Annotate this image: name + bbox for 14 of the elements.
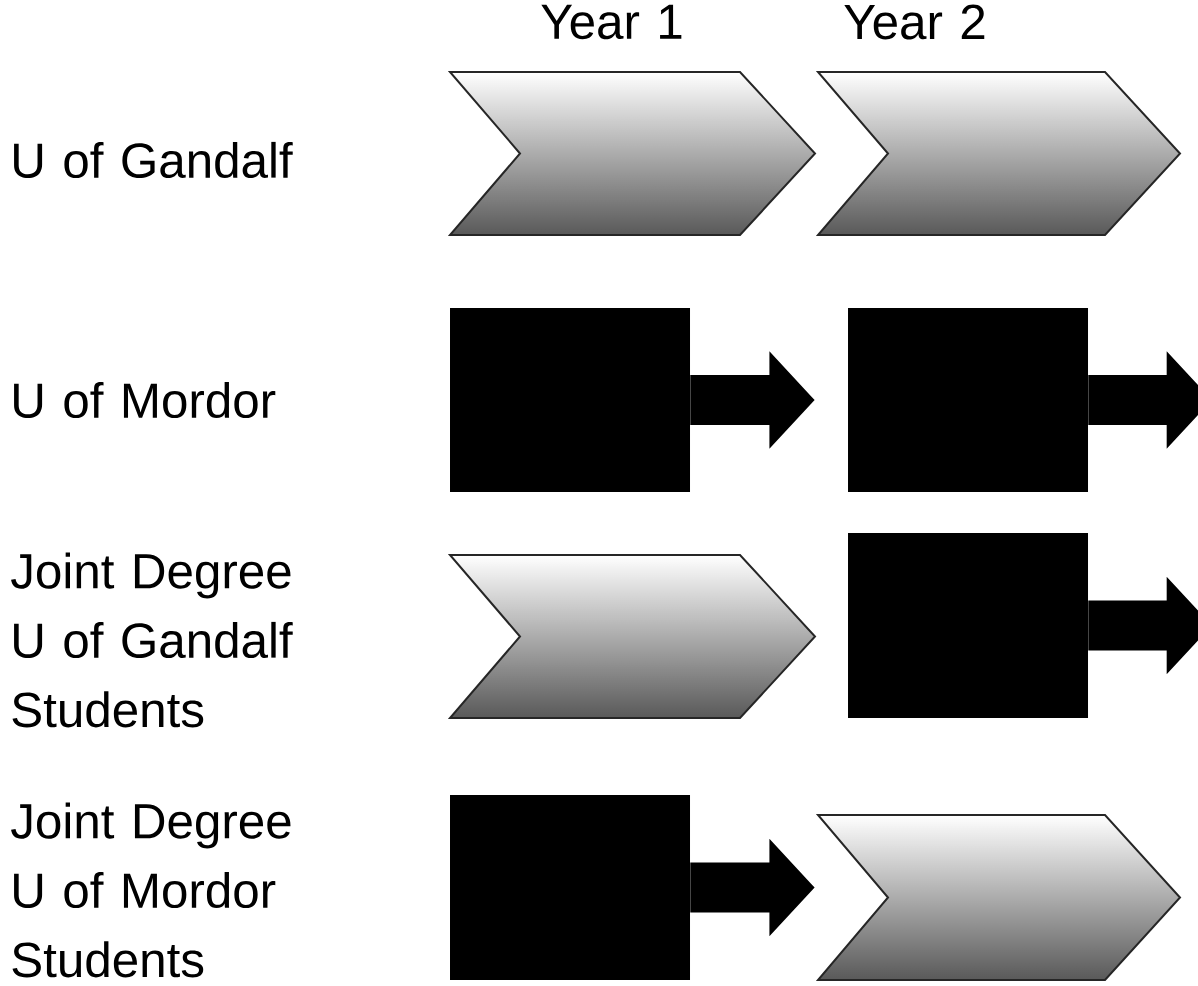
column-heading: Year 1 [541, 4, 682, 40]
box [450, 308, 690, 492]
chevron [447, 554, 817, 719]
chevron [447, 71, 817, 236]
row-label: U of Gandalf [14, 141, 293, 179]
column-heading: Year 2 [844, 4, 985, 40]
box [450, 795, 690, 980]
row-label: U of Mordor [14, 381, 276, 419]
box [848, 308, 1088, 492]
box [848, 533, 1088, 718]
chevron [815, 814, 1182, 981]
row-label: Joint Degree U of Mordor Students [11, 802, 291, 978]
row-label: Joint Degree U of Gandalf Students [11, 552, 293, 728]
chevron [815, 71, 1182, 236]
